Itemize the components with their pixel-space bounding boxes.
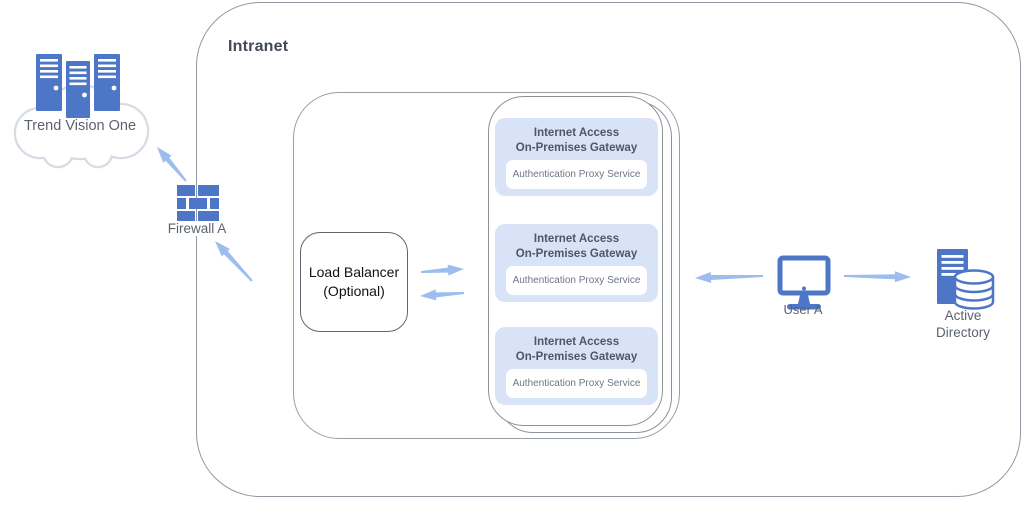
- gateway-card: Internet Access On-Premises Gateway Auth…: [495, 327, 658, 405]
- active-directory-label-line2: Directory: [935, 325, 990, 340]
- gateway-title-line2: On-Premises Gateway: [515, 142, 638, 154]
- server-cluster-icon: [36, 54, 120, 118]
- gateway-title: Internet Access On-Premises Gateway: [516, 335, 637, 365]
- gateway-card: Internet Access On-Premises Gateway Auth…: [495, 118, 658, 196]
- gateway-title-line1: Internet Access: [533, 233, 620, 245]
- auth-proxy-service-label: Authentication Proxy Service: [512, 169, 641, 180]
- load-balancer-label-line2: (Optional): [323, 283, 385, 299]
- active-directory-label: Active Directory: [927, 307, 999, 341]
- arrow-firewall-to-cloud: [157, 147, 187, 182]
- gateway-title-line1: Internet Access: [533, 336, 620, 348]
- gateway-title-line1: Internet Access: [533, 127, 620, 139]
- load-balancer-box: Load Balancer (Optional): [300, 232, 408, 332]
- firewall-label: Firewall A: [157, 221, 237, 236]
- gateway-title-line2: On-Premises Gateway: [515, 248, 638, 260]
- auth-proxy-service-box: Authentication Proxy Service: [506, 160, 647, 189]
- auth-proxy-service-box: Authentication Proxy Service: [506, 266, 647, 295]
- auth-proxy-service-box: Authentication Proxy Service: [506, 369, 647, 398]
- gateway-title: Internet Access On-Premises Gateway: [516, 232, 637, 262]
- active-directory-label-line1: Active: [944, 308, 982, 323]
- trend-vision-one-label: Trend Vision One: [23, 118, 137, 134]
- gateway-card: Internet Access On-Premises Gateway Auth…: [495, 224, 658, 302]
- gateway-title: Internet Access On-Premises Gateway: [516, 126, 637, 156]
- intranet-label: Intranet: [228, 38, 289, 55]
- load-balancer-label-line1: Load Balancer: [308, 264, 400, 280]
- auth-proxy-service-label: Authentication Proxy Service: [512, 275, 641, 286]
- gateway-title-line2: On-Premises Gateway: [515, 351, 638, 363]
- auth-proxy-service-label: Authentication Proxy Service: [512, 378, 641, 389]
- user-label: User A: [783, 302, 823, 317]
